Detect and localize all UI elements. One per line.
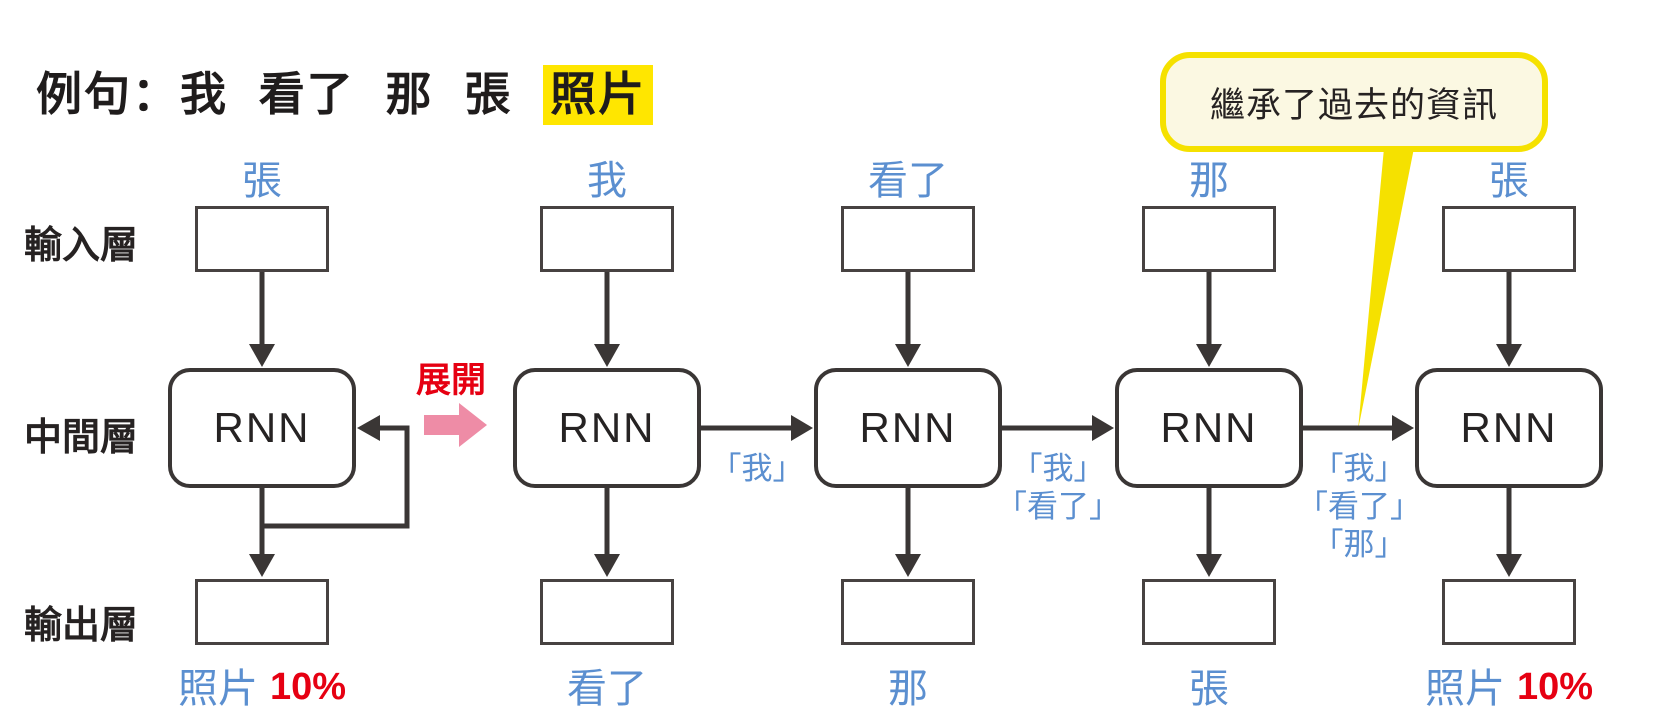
rnn-label: RNN [1160, 404, 1258, 451]
unfold-label: 展開 [416, 361, 487, 400]
layer-label-output: 輸出層 [24, 605, 139, 647]
context-line: 「看了」 [1297, 489, 1421, 524]
output-label-3: 那 [788, 656, 1028, 714]
context-line: 「我」 [710, 451, 804, 486]
output-label-4: 張 [1089, 656, 1329, 714]
context-label-1: 「我」 [662, 450, 852, 488]
rnn-box-2: RNN [513, 368, 701, 488]
output-word-4: 張 [1189, 667, 1229, 711]
context-line: 「看了」 [996, 489, 1120, 524]
output-box-4 [1142, 579, 1276, 645]
output-label-5: 照片 10% [1389, 656, 1629, 714]
output-box-5 [1442, 579, 1576, 645]
context-line: 「我」 [1312, 451, 1406, 486]
output-label-1: 照片 10% [142, 656, 382, 714]
title-highlight-word: 照片 [543, 65, 654, 125]
context-label-3: 「我」 「看了」 「那」 [1264, 450, 1454, 564]
input-word-1: 張 [242, 159, 282, 203]
layer-label-input: 輸入層 [24, 225, 139, 267]
rnn-box-4: RNN [1115, 368, 1303, 488]
output-box-2 [540, 579, 674, 645]
input-box-1 [195, 206, 329, 272]
rnn-label: RNN [1460, 404, 1558, 451]
rnn-label: RNN [558, 404, 656, 451]
rnn-box-5: RNN [1415, 368, 1603, 488]
title-text: 例句：我 看了 那 張 [36, 68, 513, 120]
rnn-box-1: RNN [168, 368, 356, 488]
input-word-2: 我 [587, 159, 627, 203]
unfold-arrow-icon [424, 403, 487, 447]
layer-label-hidden: 中間層 [24, 417, 139, 459]
rnn-box-3: RNN [814, 368, 1002, 488]
output-label-2: 看了 [487, 656, 727, 714]
rnn-label: RNN [859, 404, 957, 451]
output-box-1 [195, 579, 329, 645]
context-label-2: 「我」 「看了」 [963, 450, 1153, 526]
output-word-3: 那 [888, 667, 928, 711]
output-word-1: 照片 [177, 667, 258, 711]
input-word-3: 看了 [868, 159, 948, 203]
context-line: 「那」 [1312, 527, 1406, 562]
input-word-5: 張 [1489, 159, 1529, 203]
speech-bubble-tail [1358, 148, 1414, 430]
input-word-4: 那 [1189, 159, 1229, 203]
page-title: 例句：我 看了 那 張 照片 [36, 58, 654, 125]
input-box-5 [1442, 206, 1576, 272]
output-word-5: 照片 [1424, 667, 1505, 711]
rnn-label: RNN [213, 404, 311, 451]
output-prob-5: 10% [1516, 666, 1594, 708]
output-prob-1: 10% [269, 666, 347, 708]
input-box-3 [841, 206, 975, 272]
speech-bubble-text: 繼承了過去的資訊 [1209, 85, 1498, 125]
output-box-3 [841, 579, 975, 645]
input-box-2 [540, 206, 674, 272]
input-box-4 [1142, 206, 1276, 272]
output-word-2: 看了 [567, 667, 647, 711]
context-line: 「我」 [1011, 451, 1105, 486]
speech-bubble: 繼承了過去的資訊 [1160, 52, 1548, 152]
